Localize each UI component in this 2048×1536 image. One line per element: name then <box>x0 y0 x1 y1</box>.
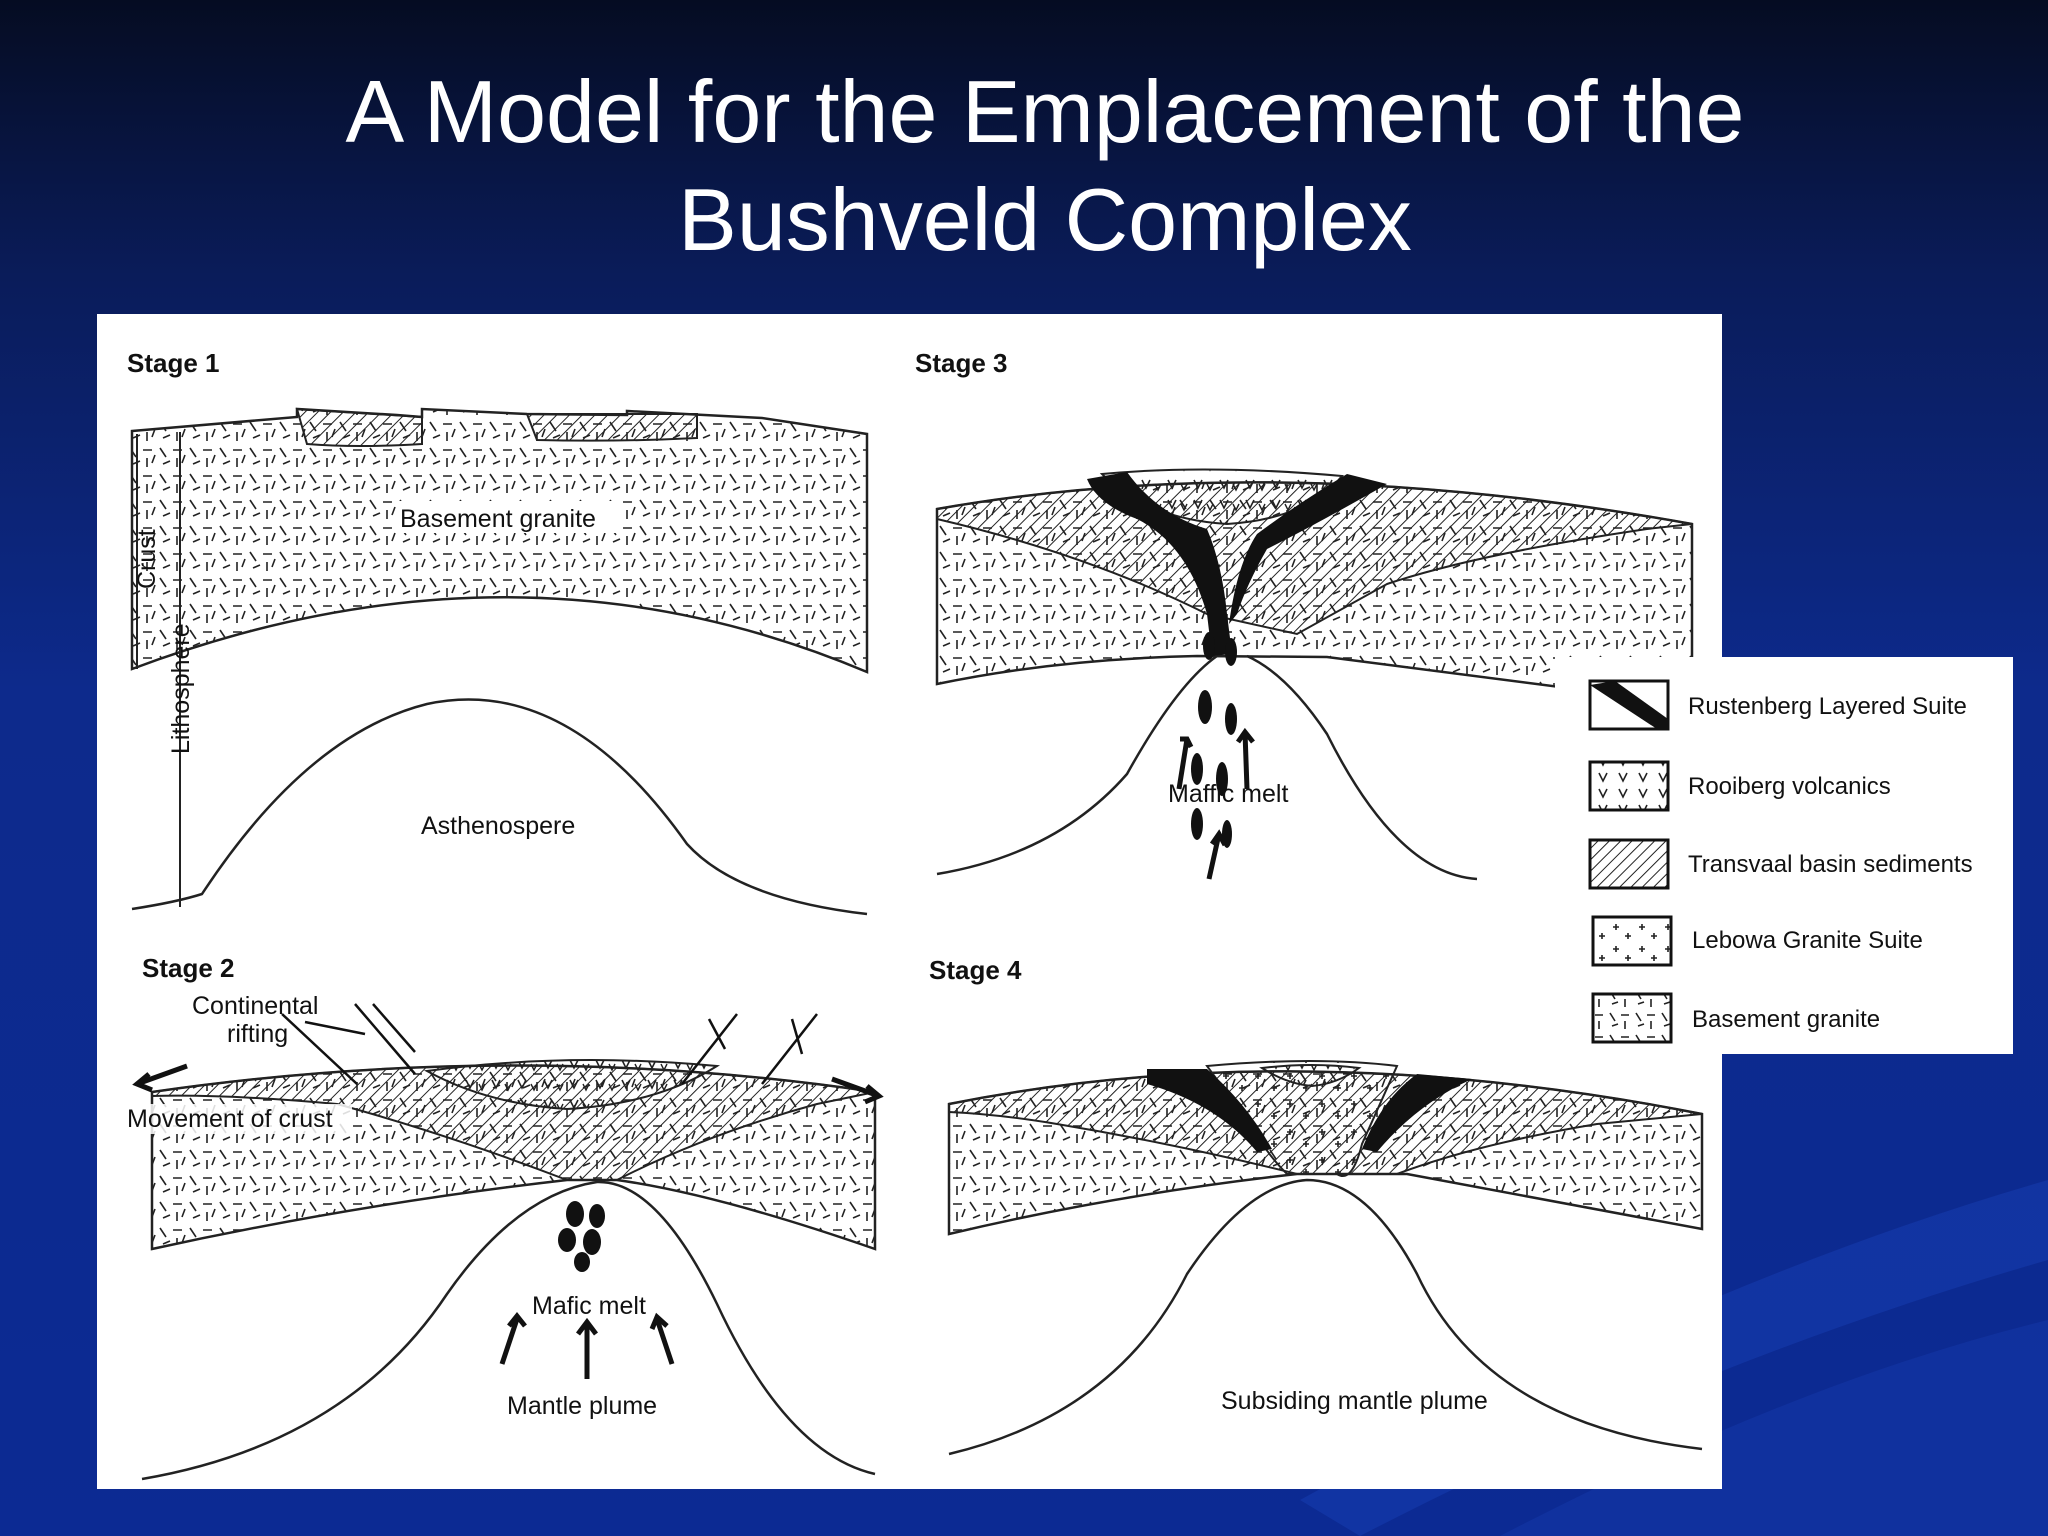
plume-arrow-center <box>576 1317 598 1379</box>
v-pattern-icon <box>1588 760 1670 812</box>
stage-3-layered-suite-left <box>1087 472 1232 656</box>
stage-4-label: Stage 4 <box>929 955 1022 985</box>
title-line-2: Bushveld Complex <box>678 170 1412 269</box>
subsiding-mantle-plume-label: Subsiding mantle plume <box>1221 1387 1488 1415</box>
legend-label-basement: Basement granite <box>1692 1006 1880 1033</box>
asthenosphere-label: Asthenospere <box>421 812 575 840</box>
legend-item-rustenberg: Rustenberg Layered Suite <box>1588 679 1967 731</box>
plume-arrow-right <box>649 1312 675 1365</box>
rift-fault-arrow-1 <box>281 1013 366 1085</box>
stage-2-volcanics <box>423 1059 721 1111</box>
continental-rifting-label-line-2: rifting <box>227 1020 288 1048</box>
stage-2-label: Stage 2 <box>142 953 235 983</box>
continental-rifting-label-line-1: Continental <box>192 992 318 1020</box>
mantle-plume-label: Mantle plume <box>507 1392 657 1420</box>
mafic-melt-label: Mafic melt <box>532 1292 646 1320</box>
legend-item-lebowa: Lebowa Granite Suite <box>1591 915 1923 967</box>
stage-4-plume-outline <box>948 1178 1703 1456</box>
stage-3-layered-suite-right <box>1229 474 1387 624</box>
legend-label-rustenberg: Rustenberg Layered Suite <box>1688 693 1967 720</box>
legend-label-transvaal: Transvaal basin sediments <box>1688 851 1973 878</box>
stage-4-volcanics <box>1259 1064 1362 1088</box>
rift-fault-arrow-3 <box>681 1013 738 1085</box>
crust-label: Crust <box>133 529 161 589</box>
crust-movement-arrow-left <box>132 1063 188 1093</box>
legend-label-lebowa: Lebowa Granite Suite <box>1692 927 1923 954</box>
stage-3-plume-outline <box>936 654 1478 881</box>
crust-movement-arrow-right <box>831 1076 884 1105</box>
legend-panel: Rustenberg Layered Suite Rooiberg volcan… <box>1555 657 2013 1054</box>
dash-pattern-icon <box>1591 992 1673 1044</box>
cross-pattern-icon <box>1591 915 1673 967</box>
rift-fault-arrow-2 <box>354 1003 416 1075</box>
plume-arrow-left <box>499 1311 527 1365</box>
stage-4-layered-suite-left <box>1147 1069 1272 1152</box>
legend: Rustenberg Layered Suite Rooiberg volcan… <box>1588 679 1973 1044</box>
stage-3-arrow-bottom <box>1206 829 1228 880</box>
stage-1-panel: Stage 1 Basement granite Crust Lithosphe… <box>127 348 869 916</box>
movement-of-crust-label: Movement of crust <box>127 1105 333 1133</box>
sediment-block-right <box>525 413 698 442</box>
diagonal-hatch-icon <box>1588 838 1670 890</box>
basement-granite-layer <box>130 407 869 674</box>
maffic-melt-label: Maffic melt <box>1168 780 1288 808</box>
slide-title: A Model for the Emplacement of the Bushv… <box>0 58 2048 274</box>
legend-item-basement: Basement granite <box>1591 992 1880 1044</box>
rift-fault-arrow-4 <box>761 1013 818 1085</box>
stage-3-arrow-right <box>1235 727 1255 790</box>
stage-2-plume-outline <box>141 1180 876 1481</box>
stage-4-lebowa-granite <box>1205 1060 1399 1177</box>
sediment-block-left <box>295 407 423 447</box>
stages-diagram: Stage 1 Basement granite Crust Lithosphe… <box>127 348 1704 1481</box>
legend-item-transvaal: Transvaal basin sediments <box>1588 838 1973 890</box>
stage-4-layered-suite-right <box>1362 1074 1472 1152</box>
stage-3-arrow-left <box>1176 736 1194 790</box>
legend-item-rooiberg: Rooiberg volcanics <box>1588 760 1891 812</box>
title-line-1: A Model for the Emplacement of the <box>345 62 1745 161</box>
basement-granite-label-bg <box>397 501 622 533</box>
asthenosphere-boundary <box>131 698 868 916</box>
stage-2-panel: Stage 2 Continental rifting Movement of … <box>127 953 884 1481</box>
stage-3-panel: Stage 3 Maffic melt <box>915 348 1694 881</box>
basement-granite-label: Basement granite <box>400 505 596 533</box>
legend-label-rooiberg: Rooiberg volcanics <box>1688 773 1891 800</box>
stage-3-label: Stage 3 <box>915 348 1008 378</box>
stage-4-panel: Stage 4 Subsiding mantle plume <box>929 955 1704 1456</box>
lithosphere-label: Lithosphere <box>167 623 195 754</box>
bushveld-stages-figure: Stage 1 Basement granite Crust Lithosphe… <box>97 314 1722 1489</box>
stage-1-label: Stage 1 <box>127 348 220 378</box>
